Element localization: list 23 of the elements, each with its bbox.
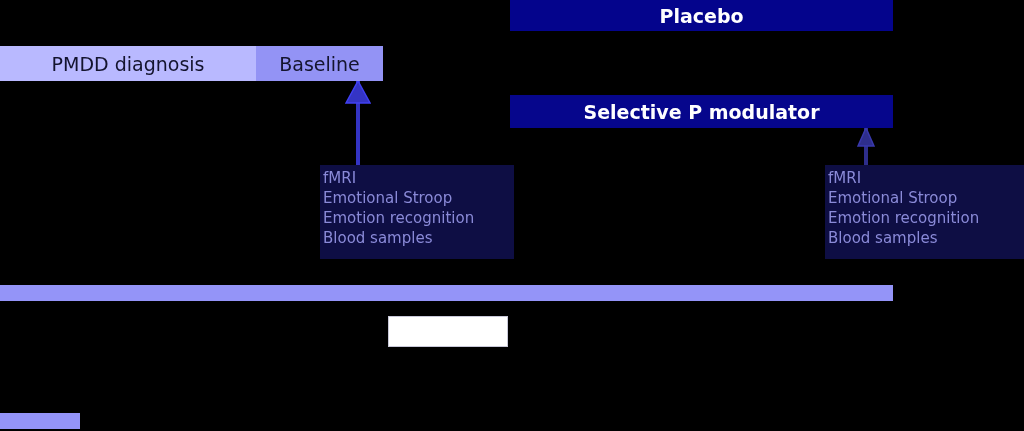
- assessment-item: Emotional Stroop: [323, 188, 453, 208]
- treatment-arm-bar: [510, 95, 893, 128]
- blank-panel: [388, 316, 508, 347]
- assessment-item: fMRI: [828, 168, 862, 188]
- phase-label: Baseline: [279, 52, 360, 75]
- assessment-item: Emotional Stroop: [828, 188, 958, 208]
- arrow: [345, 80, 371, 165]
- short-bar: [0, 413, 80, 429]
- arrow: [857, 127, 875, 165]
- timeline-bar: [0, 285, 893, 301]
- arm-label: Selective P modulator: [583, 100, 820, 123]
- phase-bar: [256, 46, 383, 81]
- assessment-panel: [320, 165, 514, 259]
- phase-label: PMDD diagnosis: [51, 52, 205, 75]
- assessment-item: fMRI: [323, 168, 357, 188]
- assessment-panel: [825, 165, 1024, 259]
- assessment-item: Emotion recognition: [323, 208, 475, 228]
- arm-label: Placebo: [659, 4, 744, 27]
- treatment-arm-bar: [510, 0, 893, 31]
- assessment-item: Emotion recognition: [828, 208, 980, 228]
- assessment-item: Blood samples: [828, 228, 938, 248]
- phase-bar: [0, 46, 256, 81]
- assessment-item: Blood samples: [323, 228, 433, 248]
